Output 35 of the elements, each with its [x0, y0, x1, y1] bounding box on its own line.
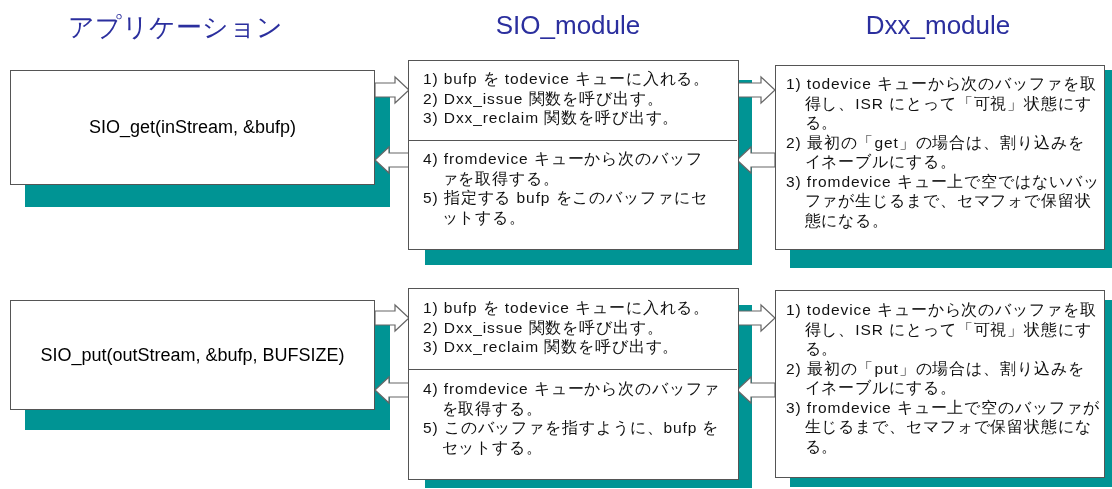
module-box	[775, 65, 1105, 250]
block-arrow	[736, 375, 776, 405]
step-text: 3) Dxx_reclaim 関数を呼び出す。	[423, 337, 681, 357]
step-text: 1) todevice キューから次のバッファを取得し、ISR にとって「可視」状態にする。	[786, 74, 1098, 133]
step-text: 5) このバッファを指すように、bufp をセットする。	[423, 418, 721, 457]
block-arrow	[736, 75, 776, 105]
column-header: Dxx_module	[865, 10, 1011, 41]
function-call-text: SIO_put(outStream, &bufp, BUFSIZE)	[40, 344, 345, 366]
step-text: 3) fromdevice キュー上で空のバッファが生じるまで、セマフォで保留状態になる。	[786, 397, 1100, 456]
step-text: 1) todevice キューから次のバッファを取得し、ISR にとって「可視」状態にする。	[786, 300, 1098, 359]
step-text: 5) 指定する bufp をこのバッファにセットする。	[423, 188, 709, 227]
step-text: 4) fromdevice キューから次のバッファを取得する。	[423, 379, 721, 418]
block-arrow	[374, 75, 410, 105]
block-arrow	[374, 375, 410, 405]
column-header: SIO_module	[495, 10, 641, 41]
function-box	[10, 300, 375, 410]
block-arrow	[736, 145, 776, 175]
step-text: 2) Dxx_issue 関数を呼び出す。	[423, 317, 665, 337]
module-box	[408, 60, 739, 250]
block-arrow	[374, 303, 410, 333]
step-text: 1) bufp を todevice キューに入れる。	[423, 69, 712, 89]
step-text: 2) 最初の「put」の場合は、割り込みをイネーブルにする。	[786, 358, 1086, 398]
function-call-text: SIO_get(inStream, &bufp)	[88, 117, 297, 138]
step-text: 2) 最初の「get」の場合は、割り込みをイネーブルにする。	[786, 132, 1086, 172]
block-arrow	[374, 145, 410, 175]
module-box	[408, 288, 739, 480]
block-arrow	[736, 303, 776, 333]
step-text: 3) fromdevice キュー上で空ではないバッファが生じるまで、セマフォで保留状態になる。	[786, 171, 1100, 230]
step-text: 2) Dxx_issue 関数を呼び出す。	[423, 88, 665, 108]
step-text: 3) Dxx_reclaim 関数を呼び出す。	[423, 108, 681, 128]
module-box	[775, 290, 1105, 478]
column-header: アプリケーション	[67, 11, 283, 44]
function-box	[10, 70, 375, 185]
step-text: 1) bufp を todevice キューに入れる。	[423, 298, 712, 318]
step-text: 4) fromdevice キューから次のバッファを取得する。	[423, 149, 704, 188]
